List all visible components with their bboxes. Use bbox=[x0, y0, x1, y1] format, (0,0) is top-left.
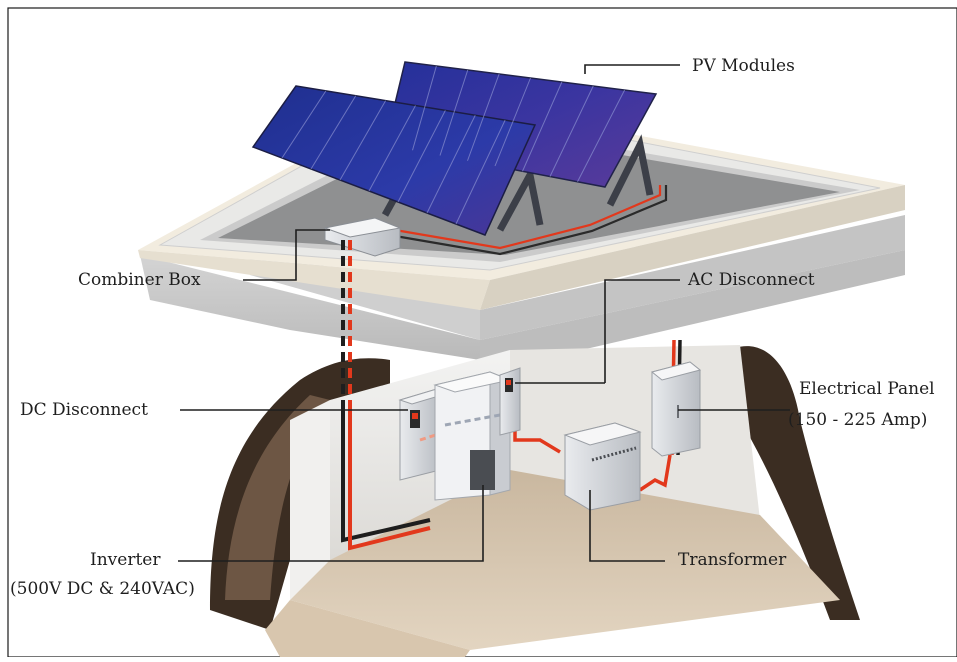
leader-combiner-box bbox=[243, 229, 330, 281]
inverter bbox=[433, 371, 512, 501]
panel-cell-divider bbox=[455, 119, 506, 225]
leader-ac-disconnect bbox=[604, 279, 680, 383]
leader-inverter bbox=[178, 485, 484, 562]
leader-transformer bbox=[589, 490, 665, 562]
panel-cell-divider bbox=[577, 89, 626, 182]
panel-cell-divider bbox=[310, 95, 357, 170]
label-inverter: Inverter bbox=[90, 550, 161, 570]
panel-cell-divider bbox=[368, 105, 416, 192]
pv-arrays bbox=[251, 61, 658, 236]
label-ac-disconnect: AC Disconnect bbox=[688, 270, 815, 290]
panel-cell-divider bbox=[549, 85, 594, 177]
label-inverter-rating: (500V DC & 240VAC) bbox=[10, 579, 195, 599]
drop-wiring bbox=[341, 240, 431, 551]
leader-pv-modules bbox=[584, 64, 680, 74]
transformer bbox=[563, 422, 642, 511]
panel-cell-divider bbox=[397, 110, 446, 203]
leader-lines bbox=[178, 64, 790, 562]
panel-cell-divider bbox=[467, 73, 500, 161]
combiner-box bbox=[323, 217, 402, 257]
panel-cell-divider bbox=[494, 77, 531, 167]
panel-cell-divider bbox=[522, 81, 563, 172]
roof-wiring bbox=[394, 185, 668, 256]
panel-cell-divider bbox=[426, 115, 476, 214]
label-pv-modules: PV Modules bbox=[692, 56, 795, 76]
interior-room bbox=[210, 345, 860, 657]
panel-cell-divider bbox=[281, 90, 327, 159]
building-structure bbox=[140, 215, 905, 360]
label-electrical-panel: Electrical Panel bbox=[799, 379, 935, 399]
panel-cell-divider bbox=[412, 65, 437, 151]
label-combiner-box: Combiner Box bbox=[78, 270, 201, 290]
panel-cell-divider bbox=[339, 100, 387, 181]
electrical-panel bbox=[650, 361, 702, 457]
ac-disconnect bbox=[499, 367, 521, 436]
panel-cell-divider bbox=[439, 69, 469, 156]
label-dc-disconnect: DC Disconnect bbox=[20, 400, 148, 420]
label-electrical-panel-rating: (150 - 225 Amp) bbox=[788, 410, 928, 430]
label-transformer: Transformer bbox=[678, 550, 787, 570]
